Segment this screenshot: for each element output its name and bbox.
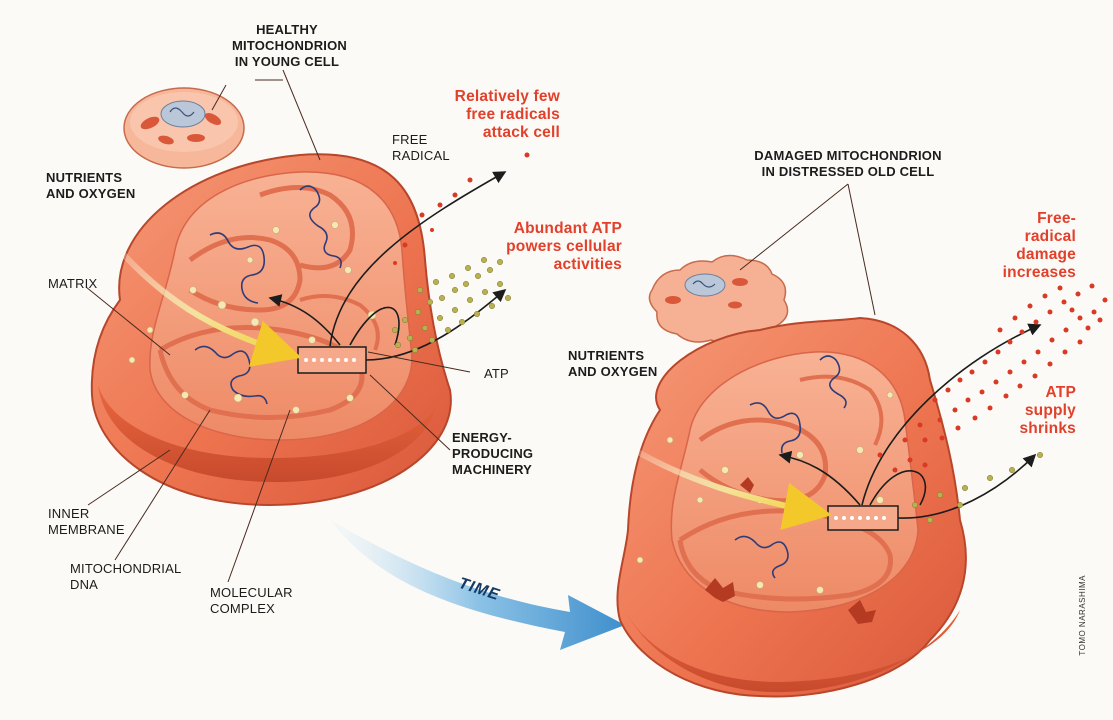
- damaged-title-label: DAMAGED MITOCHONDRION IN DISTRESSED OLD …: [728, 148, 968, 180]
- healthy-title-label: HEALTHY MITOCHONDRION IN YOUNG CELL: [232, 22, 342, 70]
- atp-shrinks-caption: ATP supply shrinks: [1000, 384, 1076, 438]
- nutrients-oxygen-right-label: NUTRIENTS AND OXYGEN: [568, 348, 657, 380]
- free-radical-damage-caption: Free- radical damage increases: [990, 210, 1076, 282]
- atp-label: ATP: [484, 366, 509, 382]
- healthy-cell-icon: [124, 88, 244, 168]
- inner-membrane-label: INNER MEMBRANE: [48, 506, 125, 538]
- matrix-label: MATRIX: [48, 276, 97, 292]
- mitochondrial-dna-label: MITOCHONDRIAL DNA: [70, 561, 181, 593]
- energy-machinery-label: ENERGY- PRODUCING MACHINERY: [452, 430, 533, 478]
- few-radicals-caption: Relatively few free radicals attack cell: [420, 88, 560, 142]
- artist-signature: TOMO NARASHIMA: [1078, 575, 1087, 656]
- molecular-complex-label: MOLECULAR COMPLEX: [210, 585, 293, 617]
- nutrients-oxygen-left-label: NUTRIENTS AND OXYGEN: [46, 170, 135, 202]
- abundant-atp-caption: Abundant ATP powers cellular activities: [462, 220, 622, 274]
